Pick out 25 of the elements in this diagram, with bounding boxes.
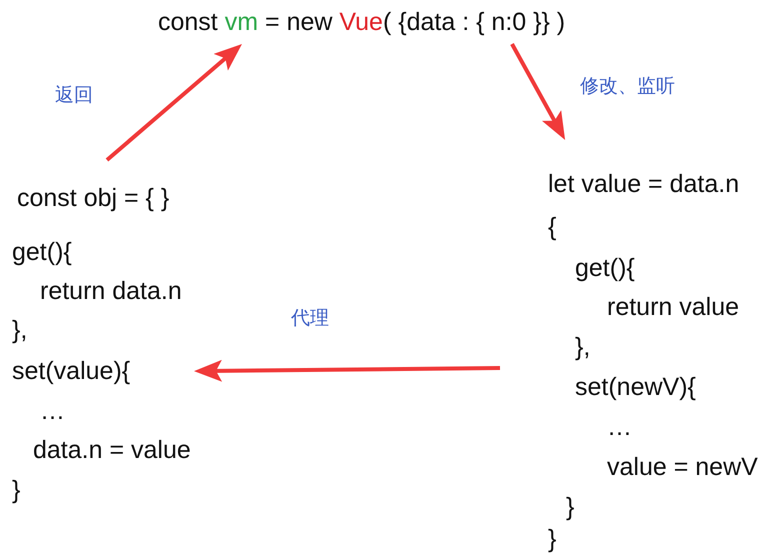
code-line: … bbox=[40, 396, 65, 426]
code-line: get(){ bbox=[12, 237, 72, 267]
code-line: { bbox=[548, 212, 556, 242]
code-line: }, bbox=[575, 332, 590, 362]
code-line: data.n = value bbox=[33, 435, 191, 465]
code-line: }, bbox=[12, 315, 28, 345]
code-line: set(newV){ bbox=[575, 372, 696, 402]
edge-label: 返回 bbox=[55, 83, 93, 107]
arrow bbox=[194, 360, 500, 382]
code-line: const obj = { } bbox=[17, 183, 170, 213]
code-line: … bbox=[607, 412, 632, 442]
code-line: const vm = new Vue( {data : { n:0 }} ) bbox=[158, 7, 566, 37]
code-line: let value = data.n bbox=[548, 169, 740, 199]
code-line: value = newV bbox=[607, 452, 758, 482]
code-line: set(value){ bbox=[12, 356, 130, 386]
edge-label: 修改、监听 bbox=[580, 74, 675, 98]
code-line: } bbox=[12, 475, 20, 505]
code-line: return value bbox=[607, 292, 740, 322]
arrow bbox=[106, 42, 244, 162]
arrow bbox=[510, 43, 567, 141]
code-line: } bbox=[548, 524, 556, 554]
code-line: return data.n bbox=[40, 276, 182, 306]
code-line: get(){ bbox=[575, 253, 635, 283]
code-line: } bbox=[566, 492, 574, 522]
edge-label: 代理 bbox=[291, 306, 329, 330]
